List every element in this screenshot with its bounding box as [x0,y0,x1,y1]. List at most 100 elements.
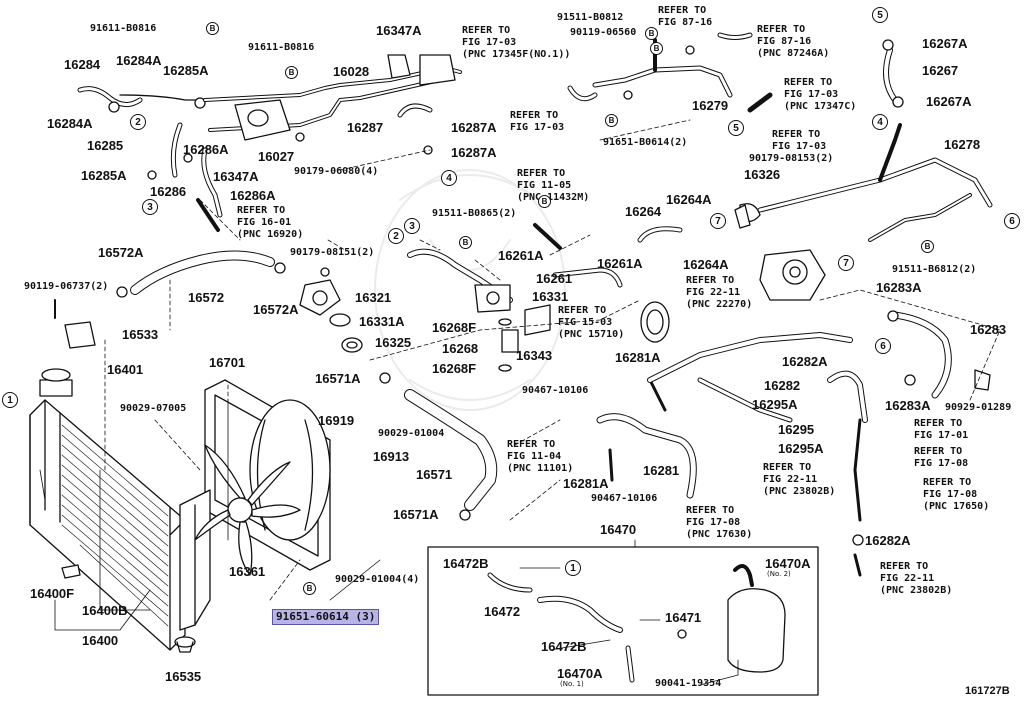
reservoir-tank-16470 [677,564,786,673]
part-label: 16571A [315,371,361,386]
part-label: 91511-B0812 [557,12,624,23]
reference-note: REFER TO FIG 11-04 (PNC 11101) [507,439,574,474]
reference-note: REFER TO FIG 17-03 (PNC 17347C) [784,77,857,112]
part-label: 16913 [373,449,410,464]
part-label: 16535 [165,669,202,684]
part-label: 91511-B6812(2) [892,264,977,275]
reference-note: REFER TO FIG 17-03 (PNC 17345F(NO.1)) [462,25,571,60]
part-label: 90119-06560 [570,27,637,38]
part-label: 16572A [253,302,299,317]
part-label: 16295A [752,397,798,412]
part-label: 16470 [600,522,637,537]
note-no1: (No. 1) [560,680,584,688]
part-label: 16284A [47,116,93,131]
reservoir-inset-box [427,546,819,696]
callout-circle: 6 [875,338,891,354]
part-label: 16279 [692,98,729,113]
hoses-16267 [882,39,904,108]
part-label: 91611-B0816 [90,23,157,34]
part-label: 16284A [116,53,162,68]
part-label: 16572 [188,290,225,305]
note-no2: (No. 2) [767,570,791,578]
reference-note: REFER TO FIG 16-01 (PNC 16920) [237,205,304,240]
part-label: 16572A [98,245,144,260]
part-label: 90179-06080(4) [294,166,379,177]
heater-hoses-top [567,32,773,113]
bolt-marker: B [206,22,219,35]
callout-circle: 7 [710,213,726,229]
callout-circle: 4 [872,114,888,130]
part-label: 16286A [230,188,276,203]
fan-shroud-drawing [179,379,331,631]
part-label: 16287 [347,120,384,135]
reference-note: REFER TO FIG 17-03 [510,110,565,133]
water-pipe-16278 [739,123,993,242]
part-label: 16472B [443,556,489,571]
reference-note: REFER TO FIG 17-01 [914,418,969,441]
callout-circle: 1 [2,392,18,408]
callout-circle: 2 [130,114,146,130]
part-label: 90119-06737(2) [24,281,109,292]
reference-note: REFER TO FIG 22-11 (PNC 23802B) [763,462,836,497]
callout-circle: 3 [404,218,420,234]
part-label: 16701 [209,355,246,370]
water-inlet-16331 [407,248,513,313]
bolt-marker: B [303,582,316,595]
radiator-drawing [29,368,186,651]
fan-blade-drawing [194,444,301,576]
part-label: 90467-10106 [522,385,589,396]
part-label: 16268F [432,320,477,335]
part-label: 16471 [665,610,702,625]
part-label: 16571 [416,467,453,482]
part-label: 16281 [643,463,680,478]
part-label: 91651-B0614(2) [603,137,688,148]
callout-circle: 2 [388,228,404,244]
part-label: 16400F [30,586,75,601]
part-label: 16361 [229,564,266,579]
part-label: 16264A [666,192,712,207]
hose-16286 [196,198,220,232]
part-label: 16283 [970,322,1007,337]
part-label: 16285 [87,138,124,153]
part-label: 16268 [442,341,479,356]
part-label: 16027 [258,149,295,164]
part-label: 16278 [944,137,981,152]
bolt-marker: B [921,240,934,253]
watermark-logo [374,169,566,411]
reference-note: REFER TO FIG 87-16 (PNC 87246A) [757,24,830,59]
part-label: 90041-19354 [655,678,722,689]
small-hoses-16261-16264 [533,223,683,288]
part-label: 16295 [778,422,815,437]
part-label: 16261A [498,248,544,263]
part-label: 16325 [375,335,412,350]
part-label: 16282A [865,533,911,548]
part-label: 16343 [516,348,553,363]
part-label: 16283A [885,398,931,413]
thermostat-parts [299,267,670,372]
callout-circle: 4 [441,170,457,186]
part-label: 16267A [922,36,968,51]
part-label: 16281A [615,350,661,365]
bypass-pipe-16028 [203,54,462,155]
oil-cooler-pipe [647,332,853,423]
part-label: 16472B [541,639,587,654]
part-label: 16321 [355,290,392,305]
figure-number: 161727B [965,685,1010,697]
solid-leaders [39,399,739,686]
reference-note: REFER TO FIG 15-03 (PNC 15710) [558,305,625,340]
reservoir-hoses [487,572,635,683]
part-label: 16282 [764,378,801,393]
part-label: 16401 [107,362,144,377]
highlighted-part-number[interactable]: 91651-60614 (3) [272,609,380,625]
part-label: 16331A [359,314,405,329]
part-label: 16261A [597,256,643,271]
part-label: 16283A [876,280,922,295]
hoses-16282-16283 [827,310,991,577]
part-label: 16282A [782,354,828,369]
part-label: 16347A [376,23,422,38]
callout-circle: 3 [142,199,158,215]
leader-lines [104,119,1001,601]
reference-note: REFER TO FIG 17-08 [914,446,969,469]
